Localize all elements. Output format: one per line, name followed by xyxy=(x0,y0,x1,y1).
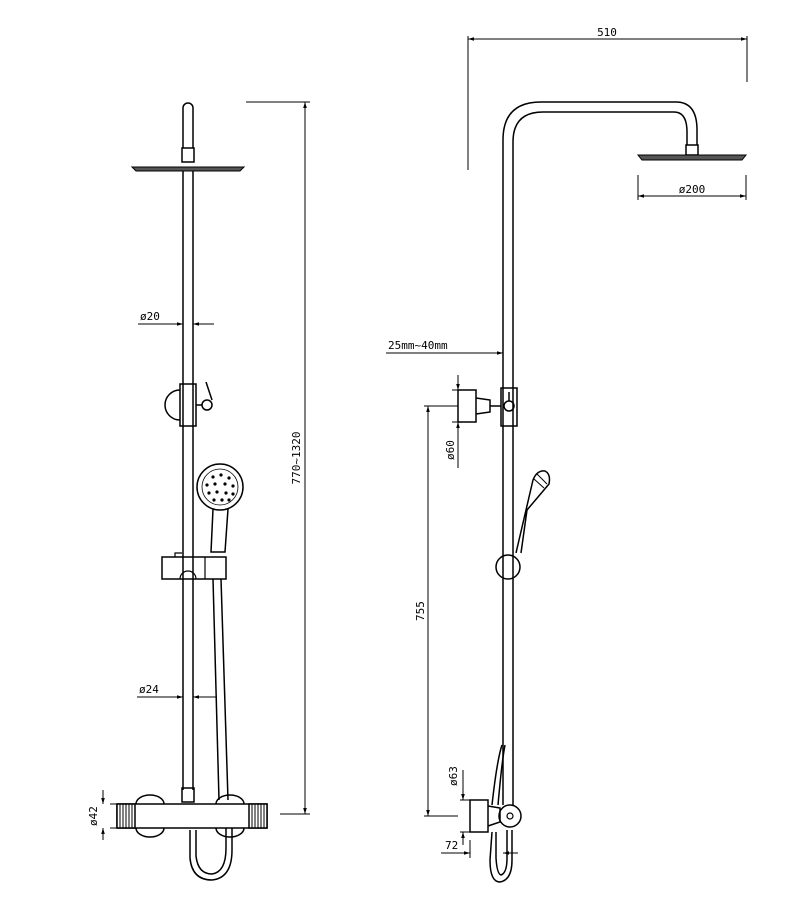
side-shower-arm xyxy=(502,101,698,388)
side-outlet-spacing: 755 xyxy=(414,601,427,621)
side-diverter-diameter: ø60 xyxy=(444,440,457,460)
side-rain-head xyxy=(636,154,748,161)
front-rain-head xyxy=(130,166,246,172)
side-hand-shower xyxy=(495,470,551,580)
front-head-connector xyxy=(181,147,195,163)
side-wall-offset: 72 xyxy=(445,839,458,852)
side-diverter xyxy=(457,387,518,427)
front-view: ø20 ø24 xyxy=(87,101,310,881)
side-arm-reach: 510 xyxy=(597,26,617,39)
side-valve xyxy=(469,799,522,883)
front-diverter-knob xyxy=(201,399,213,411)
front-pipe-top xyxy=(182,102,194,148)
front-slide-holder xyxy=(161,556,227,580)
side-hose xyxy=(491,744,503,806)
front-valve-diameter: ø42 xyxy=(87,806,100,826)
side-knob-diameter: ø63 xyxy=(447,766,460,786)
side-view: 510 ø200 25mm~40mm ø60 xyxy=(386,26,748,883)
front-height-range: 770~1320 xyxy=(290,432,303,485)
front-pipe-diameter-lower: ø24 xyxy=(139,683,159,696)
front-valve-bar xyxy=(116,794,268,838)
side-head-diameter: ø200 xyxy=(679,183,706,196)
front-pipe-diameter-upper: ø20 xyxy=(140,310,160,323)
front-hose-loop xyxy=(189,828,233,881)
front-hose xyxy=(212,578,220,801)
side-wall-gap: 25mm~40mm xyxy=(388,339,448,352)
front-hand-shower xyxy=(196,463,244,553)
